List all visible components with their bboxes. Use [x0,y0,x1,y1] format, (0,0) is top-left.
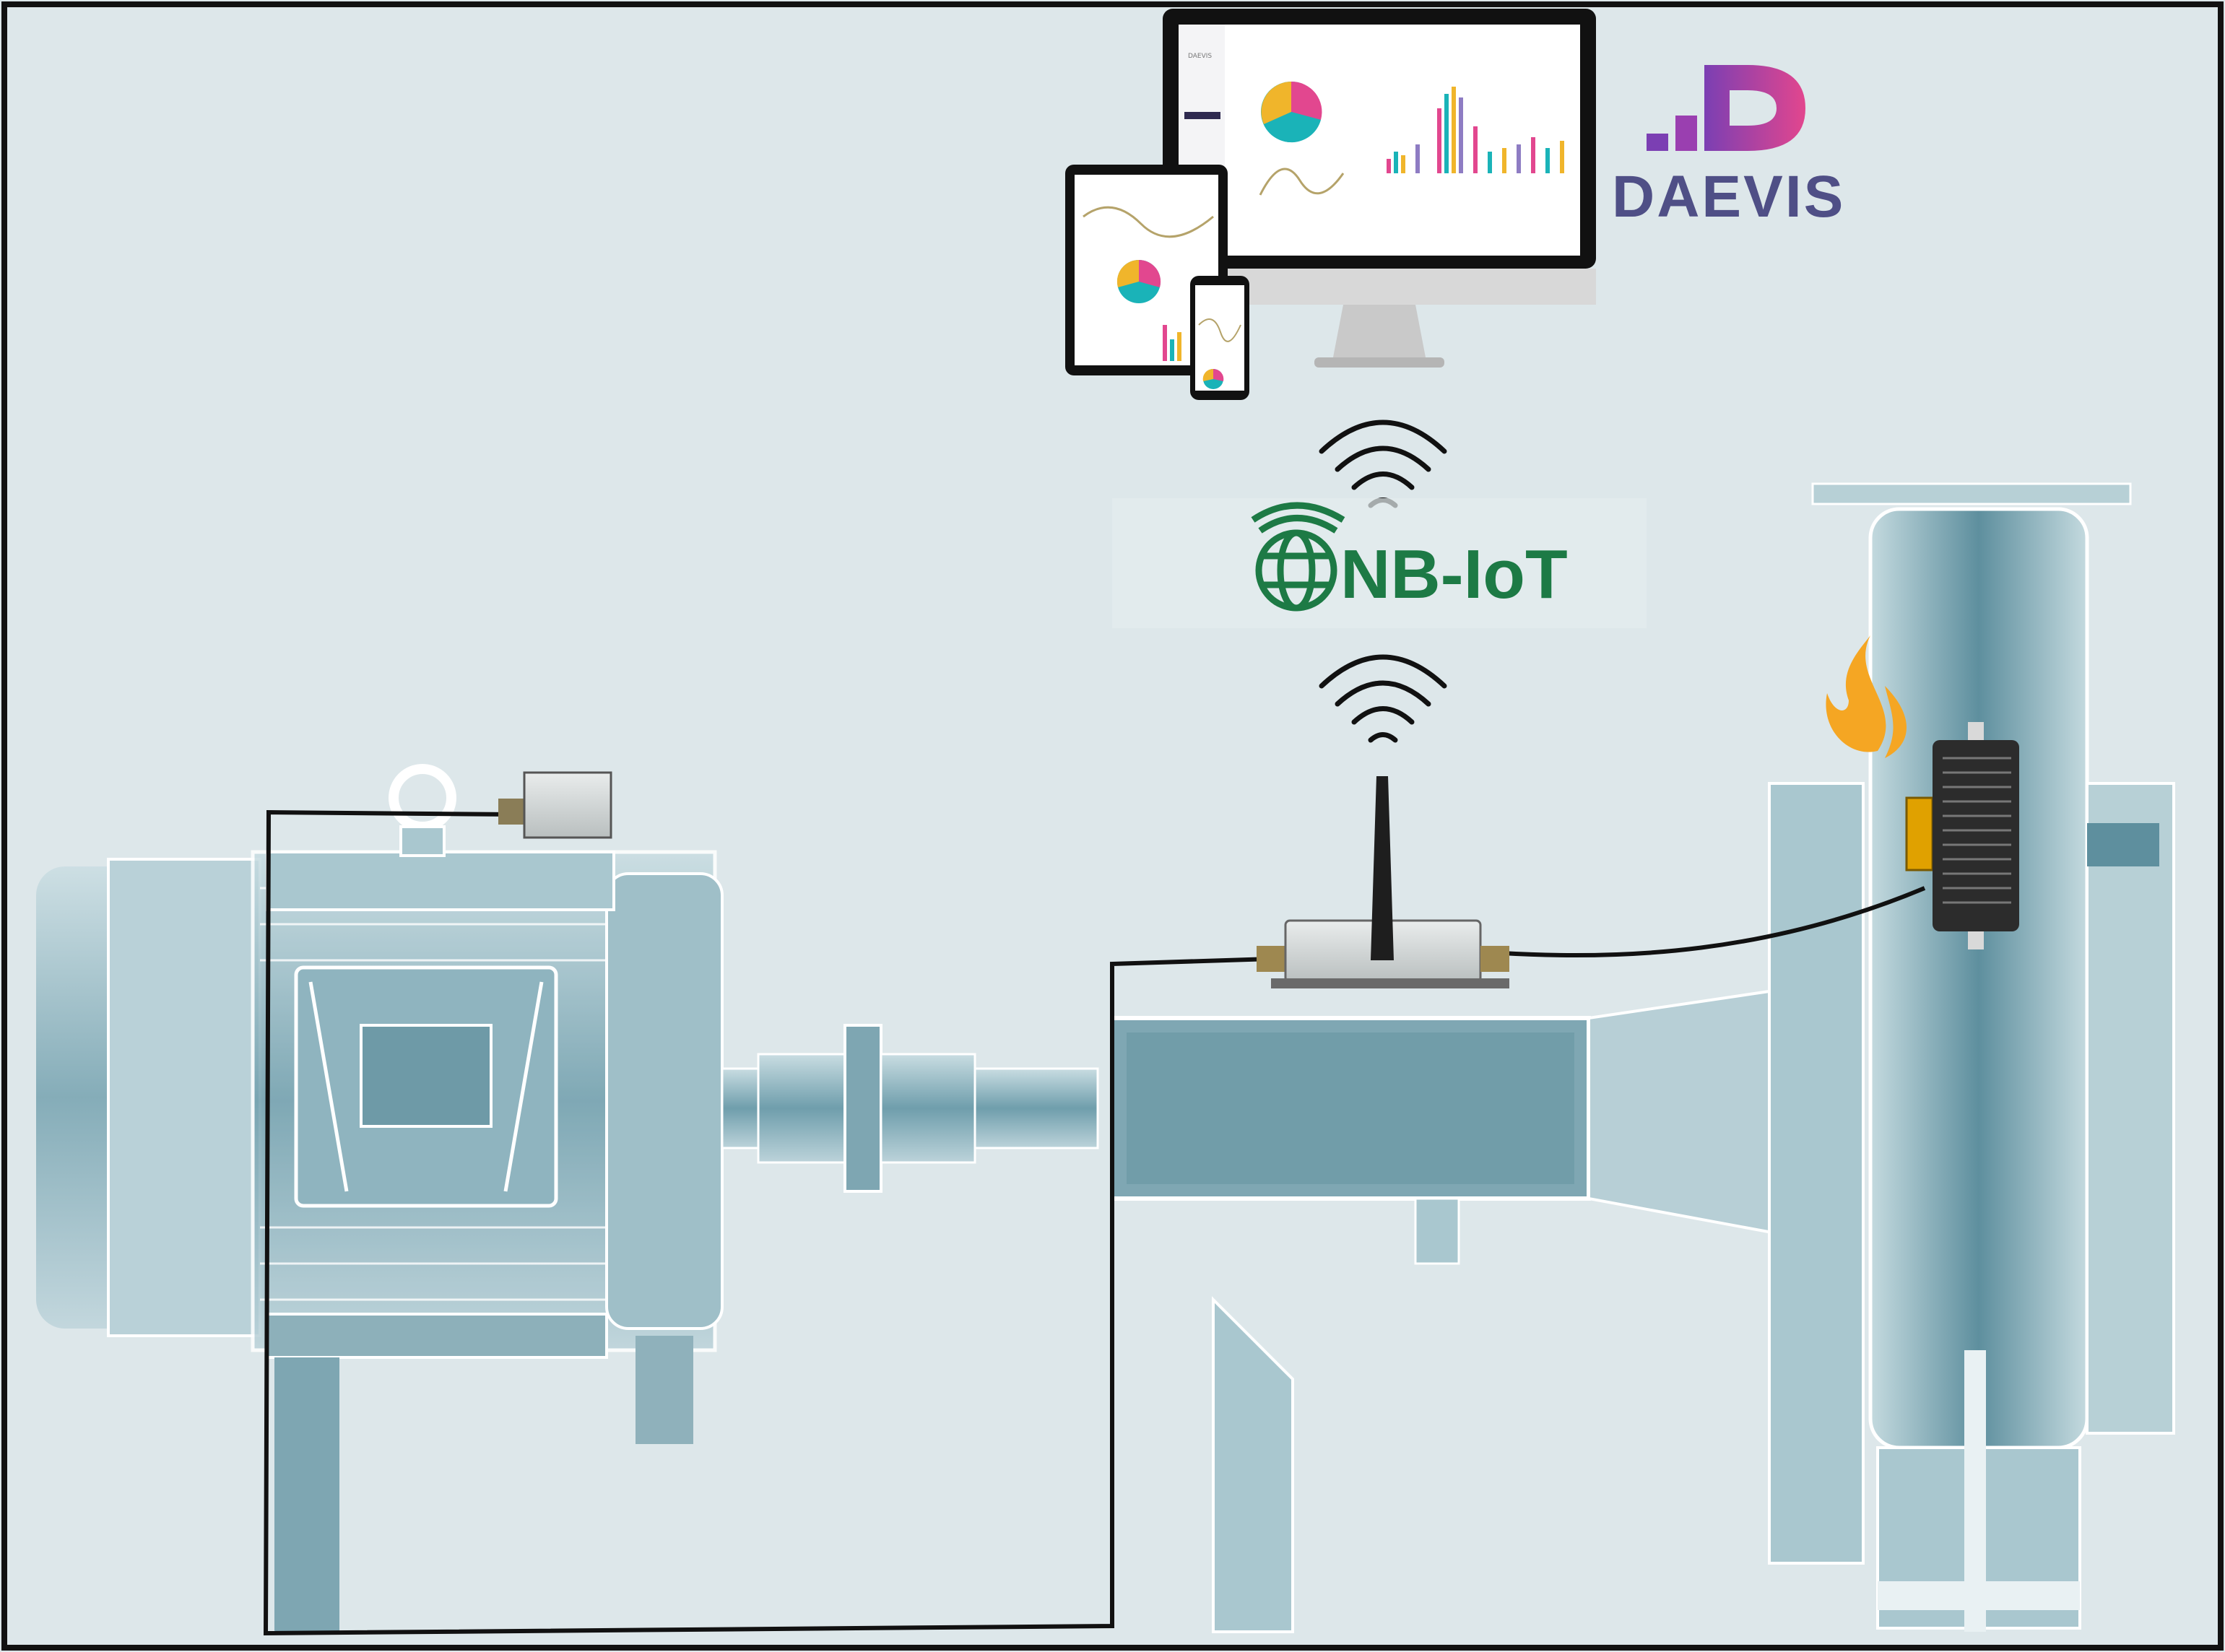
pump-volute [1768,482,2175,1632]
nb-iot-label: NB-IoT [1340,536,1568,613]
tablet [1065,165,1228,375]
smartphone [1190,276,1249,400]
wifi-signal-icon-lower [1319,654,1447,743]
monitor-pie-chart [1261,81,1322,143]
desktop-monitor: DAEVIS [1163,9,1596,368]
monitor-brand: DAEVIS [1188,53,1212,60]
pump-bearing-frame [1110,987,1785,1633]
monitor-line-chart [1259,168,1345,196]
nb-iot-gateway [1257,776,1509,988]
globe-icon [1251,502,1345,612]
daevis-wordmark: DAEVIS [1612,164,1845,230]
shaft-coupling [721,1024,1099,1193]
antenna-icon [1371,776,1394,960]
vibration-sensor [498,771,612,839]
flame-icon [1826,635,1886,752]
temperature-sensor [1826,635,2019,949]
sensor-cabling [263,809,1926,1636]
daevis-logo: DAEVIS [1612,65,1845,230]
monitor-bar-chart [1387,87,1564,173]
nb-iot-logo: NB-IoT [1112,498,1647,628]
